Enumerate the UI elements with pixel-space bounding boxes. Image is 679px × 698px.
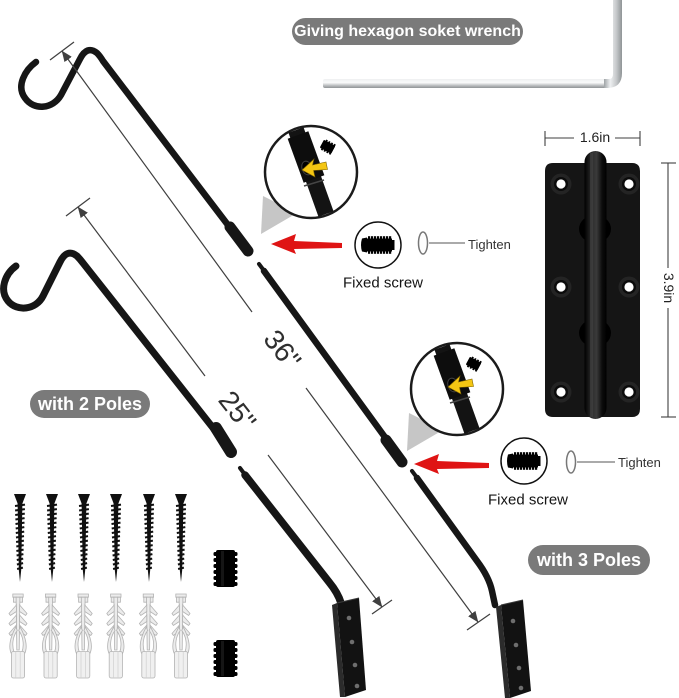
magnifier-callout-2 bbox=[407, 343, 503, 451]
set-screw-icon bbox=[361, 236, 395, 254]
bracket-height-dimension bbox=[661, 162, 676, 418]
dimension-line-36 bbox=[49, 41, 491, 631]
wrench-label-pill: Giving hexagon soket wrench bbox=[292, 18, 523, 45]
tighten-pin-icon-1 bbox=[417, 231, 465, 255]
fixed-screw-callout-1 bbox=[354, 221, 402, 269]
red-arrow-icon-2 bbox=[414, 454, 489, 474]
bracket-width-label: 1.6in bbox=[579, 129, 611, 145]
screw-icon bbox=[45, 493, 59, 583]
anchors-row bbox=[8, 593, 191, 679]
set-screw-icon-2 bbox=[213, 640, 238, 677]
wall-bracket-icon bbox=[545, 151, 640, 419]
magnifier-callout-1 bbox=[261, 126, 357, 234]
screw-icon bbox=[109, 493, 123, 583]
screw-icon bbox=[77, 493, 91, 583]
screw-icon bbox=[13, 493, 27, 583]
fixed-screw-label-2: Fixed screw bbox=[487, 491, 569, 509]
dimension-line-25 bbox=[65, 197, 393, 615]
screw-icon bbox=[174, 493, 188, 583]
wall-anchor-icon bbox=[171, 593, 191, 679]
bracket-height-label: 3.9in bbox=[661, 272, 677, 304]
mounting-plate-right bbox=[496, 599, 531, 698]
wall-anchor-icon bbox=[73, 593, 93, 679]
fixed-screw-label-1: Fixed screw bbox=[342, 274, 424, 292]
fixed-screw-callout-2 bbox=[500, 437, 548, 485]
screws-row bbox=[13, 493, 188, 583]
screw-icon bbox=[142, 493, 156, 583]
two-poles-pill: with 2 Poles bbox=[30, 390, 150, 418]
tighten-pin-icon-2 bbox=[565, 450, 615, 474]
wall-anchor-icon bbox=[106, 593, 126, 679]
red-arrow-icon-1 bbox=[271, 234, 342, 254]
set-screw-icon bbox=[507, 452, 541, 470]
wall-anchor-icon bbox=[41, 593, 60, 679]
bracket-holes bbox=[550, 173, 640, 403]
three-poles-pill: with 3 Poles bbox=[528, 545, 650, 575]
bracket-width-dimension bbox=[544, 131, 641, 146]
hex-wrench-icon bbox=[323, 0, 622, 88]
tighten-label-2: Tighten bbox=[618, 455, 661, 470]
set-screw-icon-1 bbox=[213, 550, 238, 587]
hook-pole-36-icon bbox=[18, 46, 499, 609]
wall-anchor-icon bbox=[138, 593, 158, 679]
wall-anchor-icon bbox=[8, 593, 28, 679]
mounting-plate-left bbox=[332, 597, 366, 697]
tighten-label-1: Tighten bbox=[468, 237, 511, 252]
